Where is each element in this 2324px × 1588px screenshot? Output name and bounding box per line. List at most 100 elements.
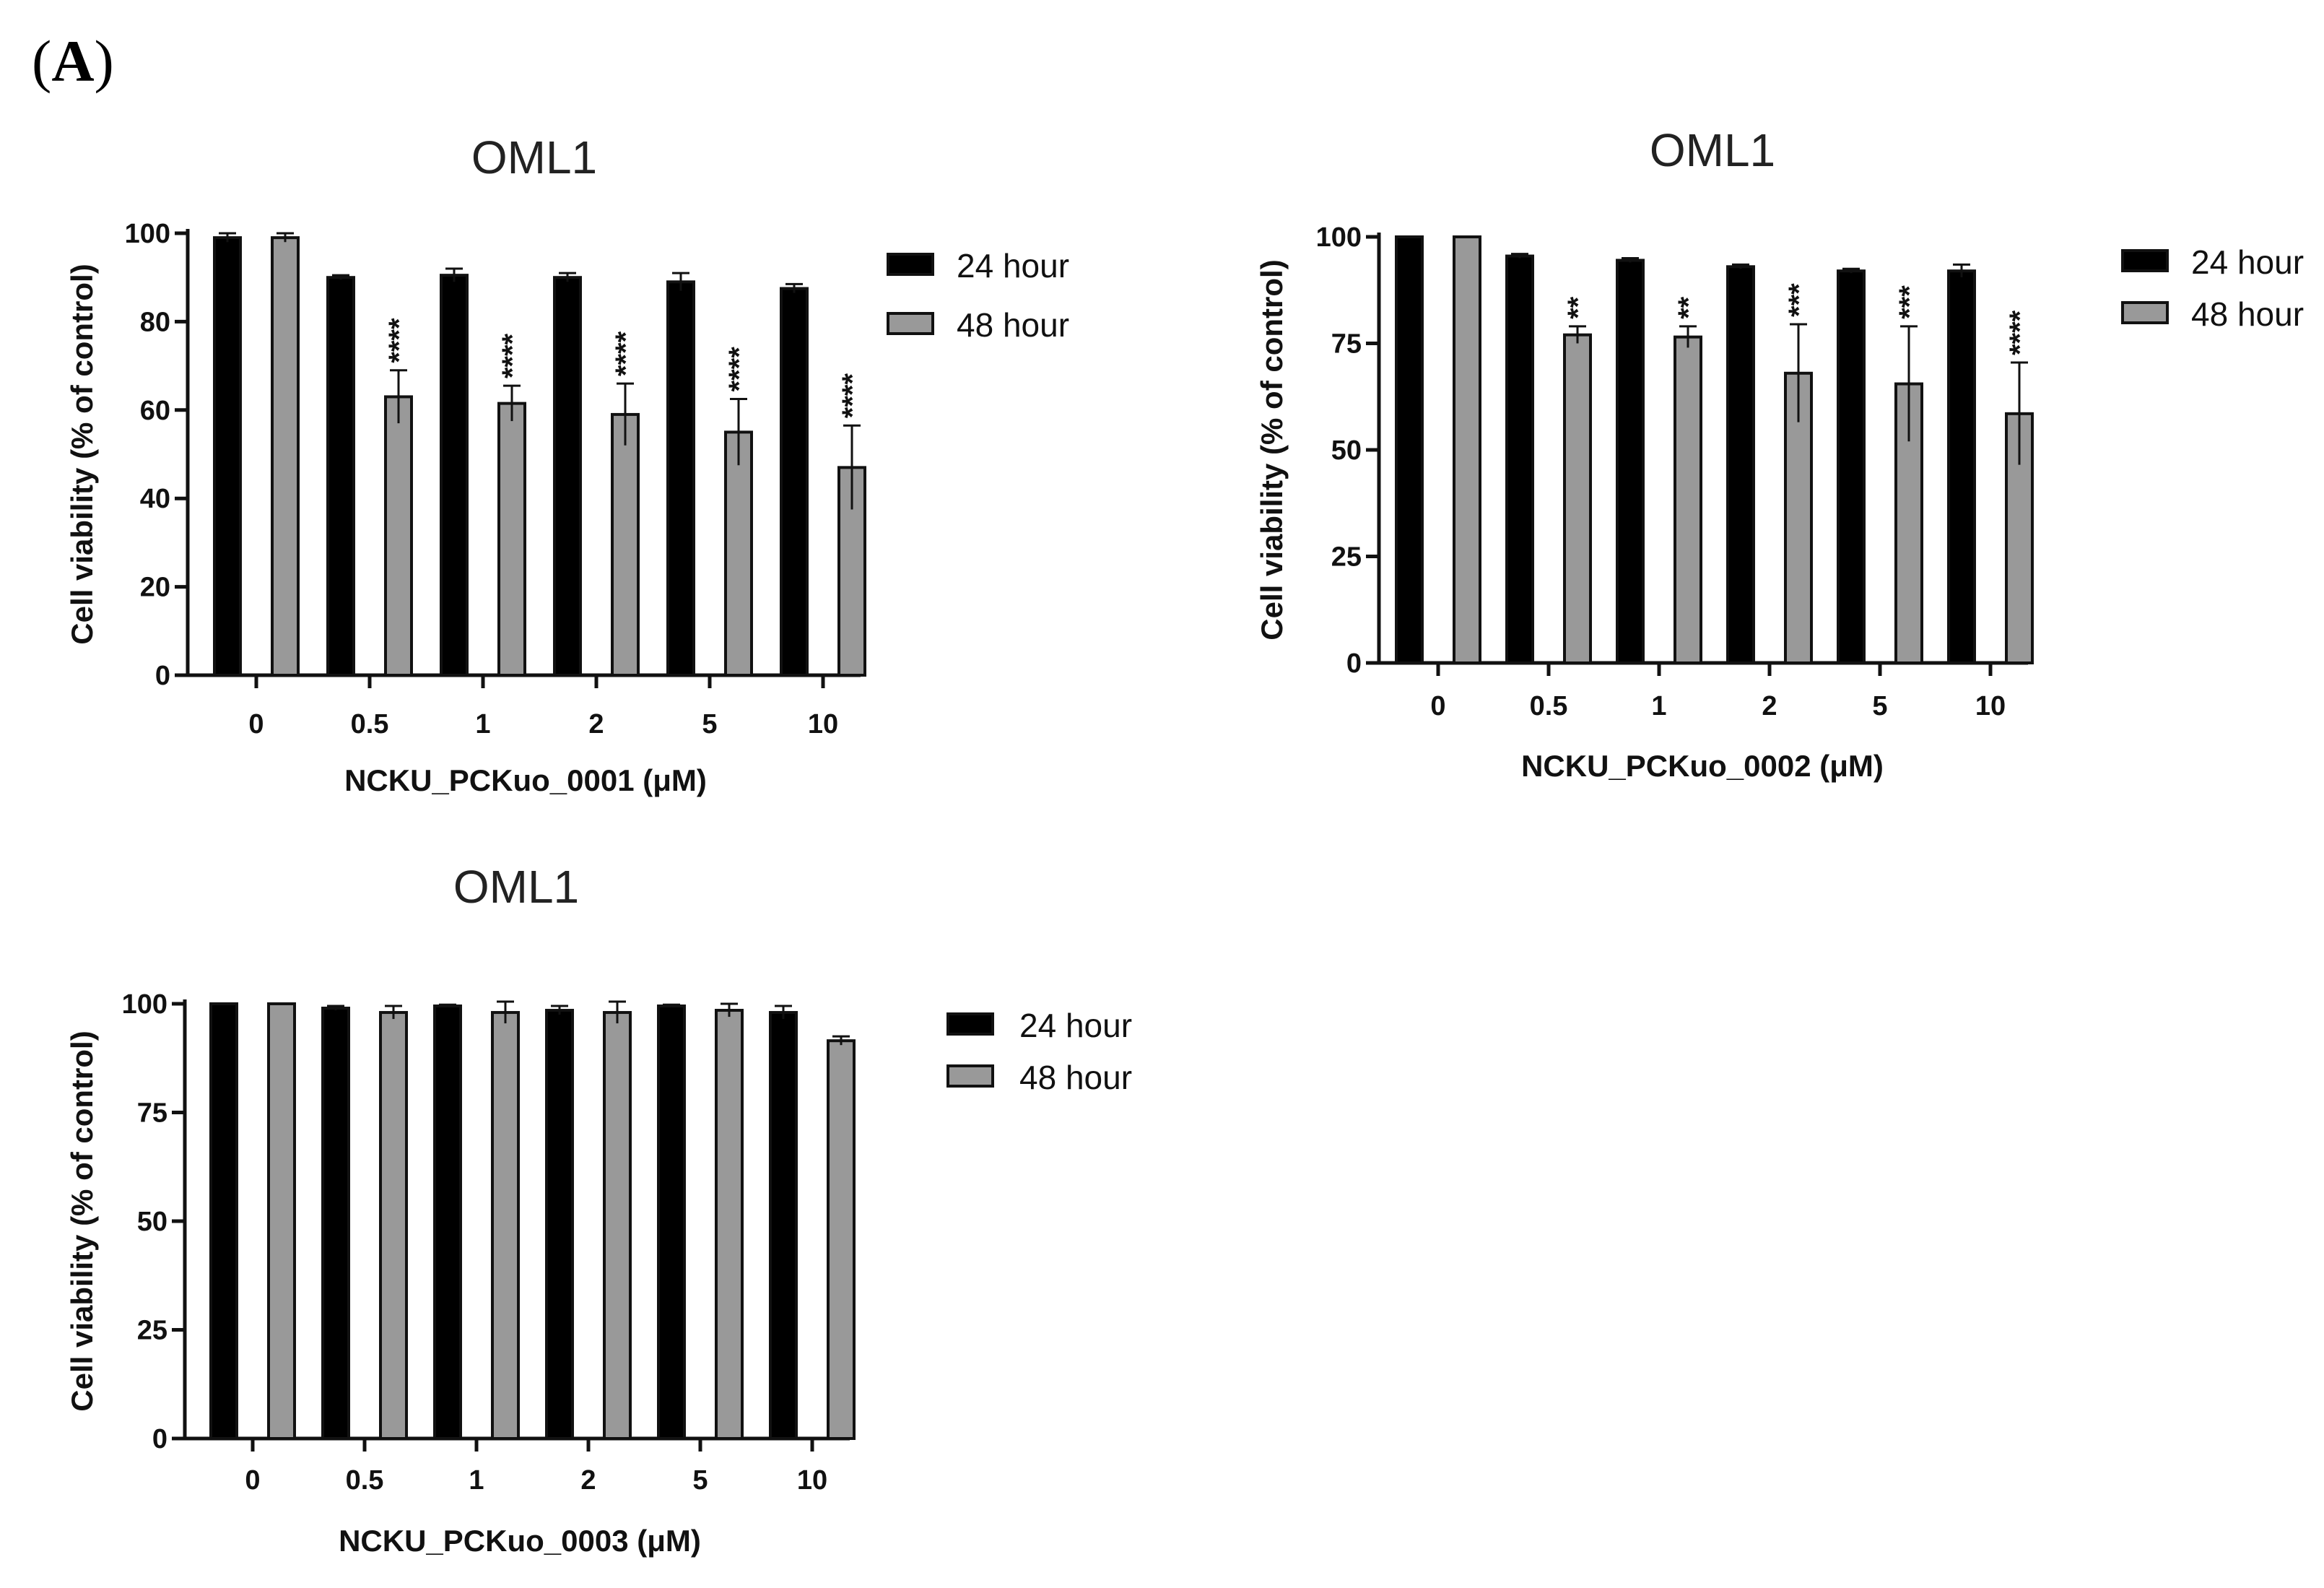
bar-24h: [433, 1005, 462, 1440]
bar-24h: [213, 236, 242, 677]
legend-swatch-24h: [946, 1012, 994, 1036]
panel-label: (A): [32, 27, 114, 95]
bar-24h: [321, 1007, 350, 1440]
bar-48h: [827, 1039, 856, 1441]
bar-24h: [780, 287, 809, 677]
bar-24h: [1837, 269, 1866, 664]
bar-24h: [1726, 265, 1755, 664]
significance-mark: ***: [1894, 285, 1925, 319]
x-tick-label: 5: [692, 1465, 708, 1496]
legend-label-48h: 48 hour: [2191, 295, 2304, 333]
legend-swatch-24h: [2121, 249, 2169, 272]
chart-title: OML1: [471, 131, 597, 183]
panel-label-letter: A: [51, 28, 95, 94]
bar-48h: [611, 412, 640, 677]
x-tick-label: 1: [475, 709, 490, 739]
x-tick-label: 10: [1975, 691, 2006, 721]
y-tick-label: 75: [1331, 329, 1362, 360]
legend-label-24h: 24 hour: [2191, 243, 2304, 281]
x-tick-label: 10: [808, 709, 838, 739]
bar-24h: [209, 1002, 238, 1440]
x-axis-label: NCKU_PCKuo_0001 (μM): [344, 763, 707, 797]
bar-48h: [724, 430, 753, 677]
bar-24h: [1395, 235, 1424, 664]
panel-label-open: (: [32, 28, 52, 94]
significance-mark: ****: [2004, 310, 2036, 355]
x-tick-label: 2: [588, 709, 604, 739]
x-tick-label: 0.5: [1530, 691, 1568, 721]
y-axis-label: Cell viability (% of control): [65, 264, 99, 644]
y-tick-label: 100: [122, 989, 167, 1020]
x-tick-label: 0: [245, 1465, 260, 1496]
bar-48h: [1563, 333, 1592, 664]
y-tick-label: 0: [152, 1424, 167, 1454]
bar-24h: [553, 276, 582, 677]
x-tick-label: 1: [469, 1465, 484, 1496]
y-tick-label: 0: [155, 661, 170, 691]
bar-24h: [1947, 269, 1976, 664]
y-tick-label: 25: [1331, 542, 1362, 573]
x-tick-label: 10: [797, 1465, 827, 1496]
significance-mark: **: [1673, 296, 1705, 319]
bar-24h: [545, 1009, 574, 1440]
y-tick-label: 80: [140, 307, 170, 337]
y-axis-label: Cell viability (% of control): [1255, 259, 1289, 640]
bar-24h: [1505, 254, 1534, 664]
chart-title: OML1: [1650, 124, 1775, 176]
y-tick-label: 50: [1331, 435, 1362, 466]
bar-48h: [1453, 235, 1481, 664]
bar-48h: [715, 1009, 744, 1440]
significance-mark: ****: [383, 318, 415, 363]
bar-48h: [271, 236, 300, 677]
bar-48h: [379, 1011, 408, 1441]
x-axis-label: NCKU_PCKuo_0002 (μM): [1521, 749, 1884, 783]
x-tick-label: 5: [1872, 691, 1887, 721]
x-tick-label: 0: [1430, 691, 1445, 721]
legend-swatch-48h: [887, 312, 934, 335]
x-tick-label: 2: [1762, 691, 1777, 721]
bar-24h: [769, 1011, 798, 1441]
y-axis-label: Cell viability (% of control): [65, 1031, 99, 1411]
legend-label-24h: 24 hour: [1019, 1007, 1132, 1044]
x-axis-label: NCKU_PCKuo_0003 (μM): [339, 1524, 701, 1558]
x-tick-label: 0.5: [351, 709, 389, 739]
y-tick-label: 100: [125, 219, 170, 249]
x-tick-label: 1: [1651, 691, 1666, 721]
significance-mark: **: [1562, 296, 1594, 319]
significance-mark: ***: [1783, 283, 1815, 317]
y-tick-label: 50: [137, 1207, 167, 1237]
x-tick-label: 2: [580, 1465, 596, 1496]
legend-swatch-24h: [887, 253, 934, 276]
legend-label-48h: 48 hour: [1019, 1059, 1132, 1096]
y-tick-label: 20: [140, 573, 170, 603]
y-tick-label: 75: [137, 1098, 167, 1129]
bar-48h: [491, 1011, 520, 1441]
x-tick-label: 0.5: [346, 1465, 384, 1496]
bar-24h: [326, 276, 355, 677]
bar-48h: [497, 402, 526, 677]
y-tick-label: 25: [137, 1316, 167, 1346]
bar-48h: [1674, 335, 1702, 664]
significance-mark: ****: [497, 333, 528, 378]
bar-24h: [440, 274, 469, 677]
x-tick-label: 0: [248, 709, 264, 739]
y-tick-label: 40: [140, 484, 170, 514]
legend-label-24h: 24 hour: [957, 247, 1069, 285]
y-tick-label: 60: [140, 396, 170, 426]
chart-title: OML1: [453, 861, 579, 913]
bar-48h: [384, 395, 413, 677]
significance-mark: ****: [837, 373, 869, 419]
panel-label-close: ): [94, 28, 114, 94]
legend-label-48h: 48 hour: [957, 306, 1069, 344]
legend-swatch-48h: [2121, 301, 2169, 324]
significance-mark: ****: [723, 347, 755, 392]
x-tick-label: 5: [702, 709, 717, 739]
y-tick-label: 100: [1316, 222, 1362, 253]
bar-48h: [267, 1002, 296, 1440]
significance-mark: ****: [610, 331, 642, 376]
bar-24h: [1616, 259, 1645, 664]
